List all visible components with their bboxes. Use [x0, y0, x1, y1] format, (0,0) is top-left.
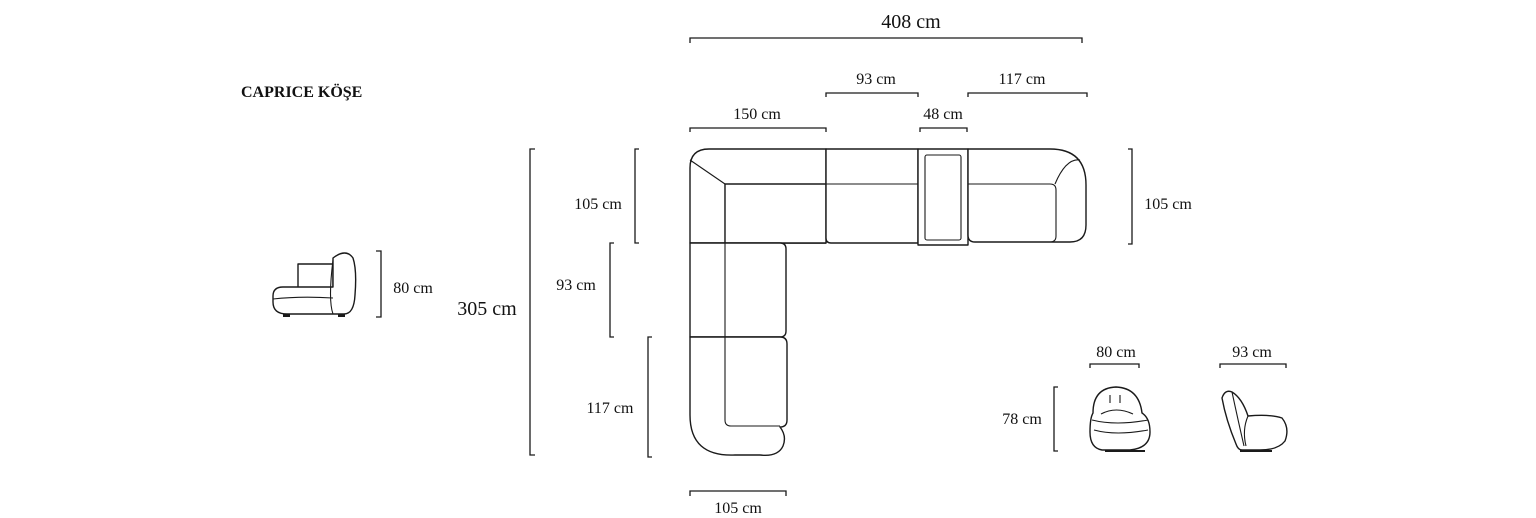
armchair-side-view: 93 cm — [1219, 344, 1288, 452]
seg-150-line — [689, 127, 827, 132]
seg-93-line — [825, 92, 919, 97]
seg-48-label: 48 cm — [923, 106, 963, 123]
chair-side-line — [1219, 363, 1287, 368]
right-dimension: 105 cm — [1128, 148, 1192, 245]
seg-117-label: 117 cm — [999, 71, 1047, 88]
sofa-plan-view — [689, 148, 1087, 456]
chair-side-label: 93 cm — [1232, 344, 1272, 361]
side-80-label: 80 cm — [393, 280, 433, 297]
total-width-dimension: 408 cm — [689, 11, 1083, 43]
left-117-line — [647, 336, 652, 458]
chair-width-line — [1089, 363, 1140, 368]
right-105-label: 105 cm — [1144, 196, 1192, 213]
chair-front-base — [1105, 450, 1145, 452]
left-middle-module — [689, 242, 787, 338]
left-93-label: 93 cm — [556, 277, 596, 294]
product-title: CAPRICE KÖŞE — [241, 83, 362, 101]
seg-48-line — [919, 127, 968, 132]
total-height-line — [529, 148, 535, 456]
seg-150-label: 150 cm — [733, 106, 781, 123]
side-backrest — [297, 263, 334, 289]
chair-front-body — [1089, 386, 1151, 451]
chair-height-line — [1053, 386, 1058, 452]
seg-93-label: 93 cm — [856, 71, 896, 88]
bottom-105-label: 105 cm — [714, 500, 762, 517]
bottom-dimension: 105 cm — [689, 490, 787, 517]
armchair-front-view: 80 cm 78 cm — [1002, 344, 1151, 452]
corner-seat — [724, 183, 827, 244]
side-body — [272, 252, 357, 315]
top-segment-dimensions: 150 cm 93 cm 48 cm 117 cm — [689, 71, 1088, 132]
left-93-line — [609, 242, 614, 338]
right-105-line — [1128, 148, 1133, 245]
chair-side-base — [1240, 450, 1272, 452]
middle-module — [825, 148, 919, 244]
left-117-label: 117 cm — [587, 400, 635, 417]
left-105-label: 105 cm — [574, 196, 622, 213]
side-foot-back — [338, 314, 345, 317]
left-105-line — [634, 148, 639, 244]
total-width-label: 408 cm — [881, 11, 941, 33]
total-height-label: 305 cm — [457, 298, 517, 320]
total-width-line — [689, 37, 1083, 43]
chair-side-body — [1221, 390, 1288, 451]
chair-width-label: 80 cm — [1096, 344, 1136, 361]
side-foot-front — [283, 314, 290, 317]
bottom-105-line — [689, 490, 787, 496]
chair-height-label: 78 cm — [1002, 411, 1042, 428]
bottom-chaise-module — [689, 336, 788, 456]
sofa-side-elevation: 80 cm — [272, 250, 433, 318]
seg-117-line — [967, 92, 1088, 97]
left-dimensions: 105 cm 93 cm 117 cm 305 cm — [457, 148, 652, 458]
side-80-line — [376, 250, 382, 318]
